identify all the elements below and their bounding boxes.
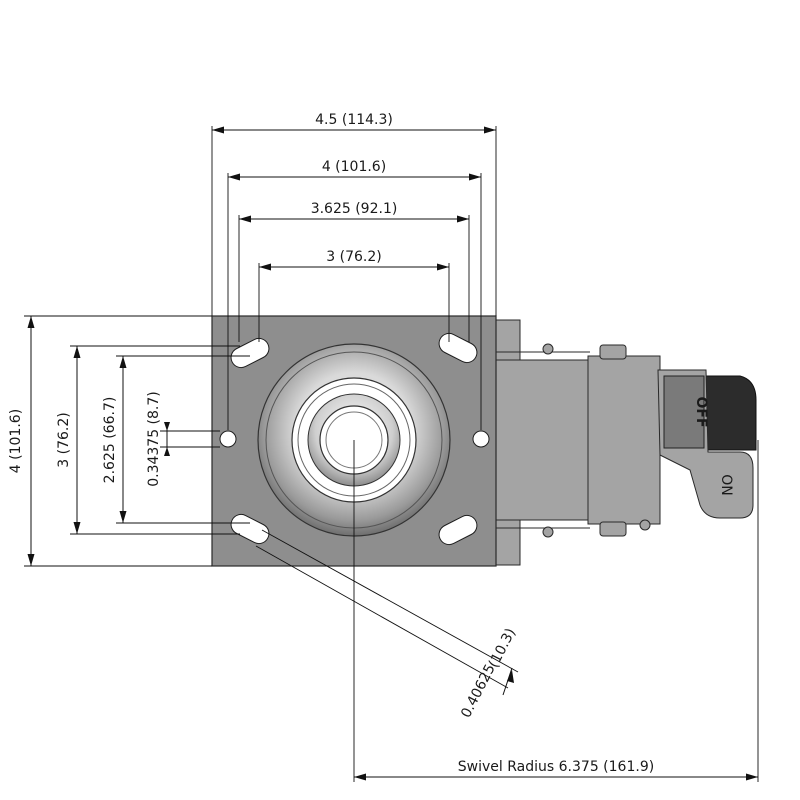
dim-text-swivel-radius: Swivel Radius 6.375 (161.9) [458, 759, 654, 775]
slot-top-left [230, 337, 270, 369]
dim-text-height-slots: 2.625 (66.7) [102, 397, 118, 484]
dim-height-slots: 2.625 (66.7) [102, 355, 250, 524]
slot-top-right [438, 332, 478, 364]
dim-text-width-inner-holes: 3 (76.2) [326, 249, 381, 265]
swivel-bracket [493, 319, 661, 566]
dim-text-slot-width-mm: (10.3) [486, 626, 519, 671]
dim-text-height-holes: 3 (76.2) [56, 412, 72, 467]
dim-height-overall: 4 (101.6) [8, 315, 212, 567]
slot-bottom-left [230, 513, 270, 545]
hole-right [472, 430, 490, 448]
dim-width-inner-holes: 3 (76.2) [258, 249, 450, 342]
slot-bottom-right [438, 514, 478, 546]
dim-width-overall: 4.5 (114.3) [211, 112, 497, 316]
mounting-slots [230, 332, 478, 546]
dim-width-outer-holes: 4 (101.6) [227, 159, 482, 430]
wheel-edge [699, 375, 757, 451]
dim-text-width-outer-holes: 4 (101.6) [322, 159, 386, 175]
dim-height-holes: 3 (76.2) [56, 345, 240, 535]
dim-text-width-slots: 3.625 (92.1) [311, 201, 398, 217]
dim-text-hole-offset: 0.34375 (8.7) [146, 391, 162, 487]
mounting-holes [219, 430, 490, 448]
hole-left [219, 430, 237, 448]
dim-text-width-overall: 4.5 (114.3) [315, 112, 393, 128]
dim-text-slot-width-in: 0.40625 [458, 662, 499, 721]
brake-off-label: OFF [693, 396, 709, 427]
dim-width-slots: 3.625 (92.1) [238, 201, 470, 342]
brake-on-label: ON [718, 474, 734, 496]
dim-swivel-radius: Swivel Radius 6.375 (161.9) [353, 440, 759, 782]
brake-pedal: OFF ON [657, 369, 754, 519]
dim-text-height-overall: 4 (101.6) [8, 409, 24, 473]
dim-hole-offset: 0.34375 (8.7) [146, 391, 220, 487]
